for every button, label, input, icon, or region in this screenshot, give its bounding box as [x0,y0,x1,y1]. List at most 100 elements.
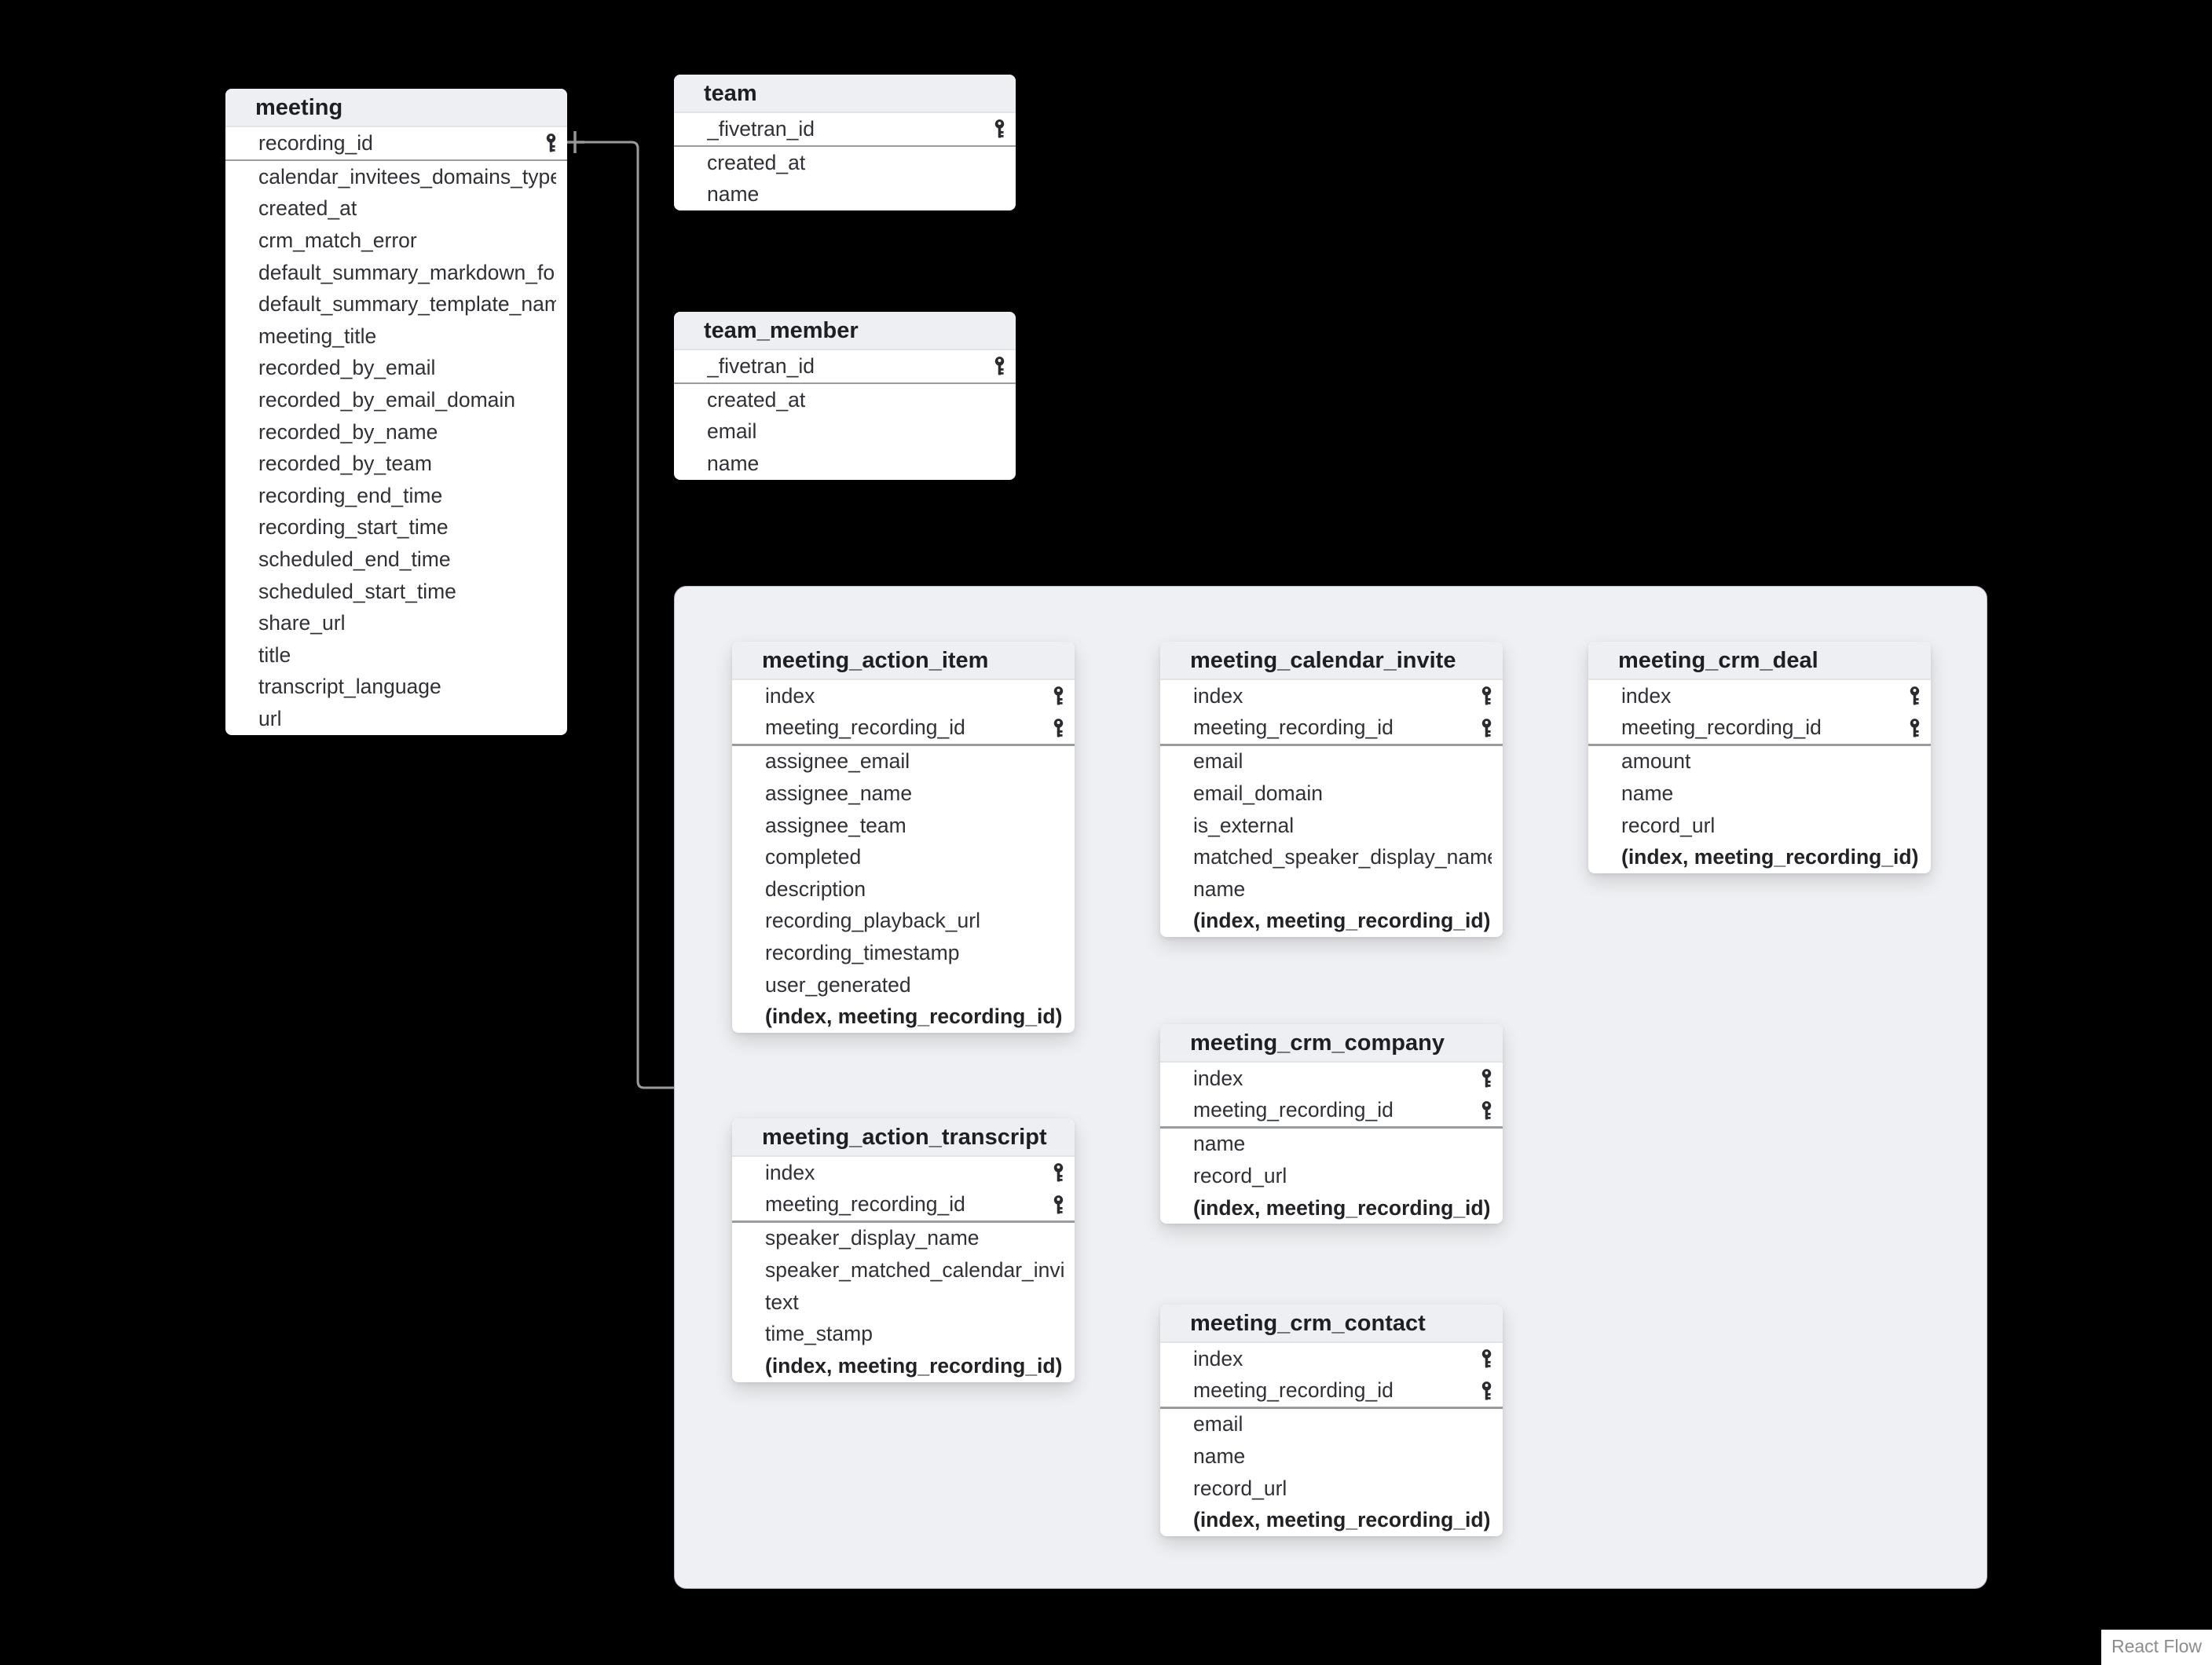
field-row: record_url [1160,1473,1503,1505]
field-label: scheduled_end_time [258,547,451,572]
field-label: name [1621,781,1674,806]
key-icon [1481,719,1492,737]
field-label: assignee_email [765,749,910,774]
field-label: _fivetran_id [707,353,815,378]
field-label: _fivetran_id [707,116,815,141]
field-row: name [674,179,1016,211]
field-row: description [732,873,1075,906]
field-row: record_url [1588,810,1931,842]
field-row: assignee_name [732,778,1075,810]
field-row: text [732,1286,1075,1319]
field-row: created_at [674,384,1016,416]
field-label: description [765,876,866,901]
key-icon [994,119,1005,138]
field-label: calendar_invitees_domains_type [258,164,556,188]
field-row: default_summary_markdown_formatted [225,257,567,289]
connection-handle-plus-icon[interactable] [566,131,584,153]
field-label: crm_match_error [258,229,417,253]
field-label: name [1193,1132,1246,1156]
key-icon [1481,686,1492,705]
key-separator [1588,744,1931,746]
field-label: transcript_language [258,675,441,699]
field-label: matched_speaker_display_name [1193,845,1492,869]
key-icon [1481,1349,1492,1368]
field-label: index [765,1160,815,1184]
field-label: meeting_recording_id [1193,715,1393,740]
field-label: time_stamp [765,1322,873,1346]
key-field-row: _fivetran_id [674,113,1016,145]
composite-key-row: (index, meeting_recording_id) [1193,1508,1491,1532]
key-icon [1481,1101,1492,1120]
composite-key-row: (index, meeting_recording_id) [765,1353,1063,1378]
field-label: index [1193,1066,1243,1090]
field-row: name [1160,873,1503,906]
field-label: recorded_by_name [258,419,438,444]
field-label: recording_timestamp [765,941,960,965]
field-row: recording_end_time [225,480,567,512]
field-row: name [1160,1440,1503,1473]
key-icon [1481,1069,1492,1088]
key-field-row: index [1160,1343,1503,1375]
field-row: share_url [225,607,567,639]
field-label: recording_playback_url [765,909,980,933]
field-row: meeting_title [225,320,567,353]
field-row: created_at [674,147,1016,179]
field-label: meeting_recording_id [1193,1098,1393,1122]
field-label: speaker_display_name [765,1226,980,1250]
field-label: default_summary_markdown_formatted [258,260,556,284]
field-label: recorded_by_team [258,452,432,476]
field-row: default_summary_template_name [225,288,567,320]
key-field-row: index [732,1157,1075,1189]
field-label: name [707,452,760,476]
key-field-row: index [1160,680,1503,712]
field-label: amount [1621,749,1691,774]
key-field-row: meeting_recording_id [1588,712,1931,745]
field-label: url [258,706,282,730]
field-row: name [674,448,1016,480]
key-icon [1053,686,1064,705]
key-field-row: index [732,680,1075,712]
key-separator [732,744,1075,746]
key-icon [1910,686,1920,705]
field-label: speaker_matched_calendar_invitee_email [765,1258,1064,1283]
field-label: meeting_recording_id [765,1192,965,1217]
key-icon [1053,1163,1064,1182]
field-row: scheduled_start_time [225,576,567,608]
key-icon [1053,1195,1064,1214]
field-row: user_generated [732,969,1075,1001]
table-title-meeting: meeting [225,89,567,127]
key-separator [1160,1126,1503,1129]
field-label: email [1193,749,1243,774]
field-row: recording_timestamp [732,937,1075,969]
key-field-row: meeting_recording_id [1160,1095,1503,1127]
field-row: created_at [225,193,567,225]
field-label: name [1193,1444,1246,1469]
table-title-team_member: team_member [674,312,1016,350]
field-label: name [1193,876,1246,901]
key-separator [1160,1407,1503,1409]
relationship-edge [567,141,674,1089]
key-icon [546,134,556,152]
key-field-row: _fivetran_id [674,350,1016,382]
field-row: record_url [1160,1160,1503,1192]
react-flow-attribution[interactable]: React Flow [2100,1630,2212,1665]
field-label: name [707,182,760,207]
field-label: recording_start_time [258,515,449,540]
field-label: meeting_recording_id [1621,715,1822,740]
field-label: index [1621,683,1672,708]
key-icon [1910,719,1920,737]
field-row: title [225,639,567,671]
field-label: index [1193,683,1243,708]
field-label: meeting_recording_id [765,715,965,740]
composite-key-row: (index, meeting_recording_id) [1193,909,1491,933]
